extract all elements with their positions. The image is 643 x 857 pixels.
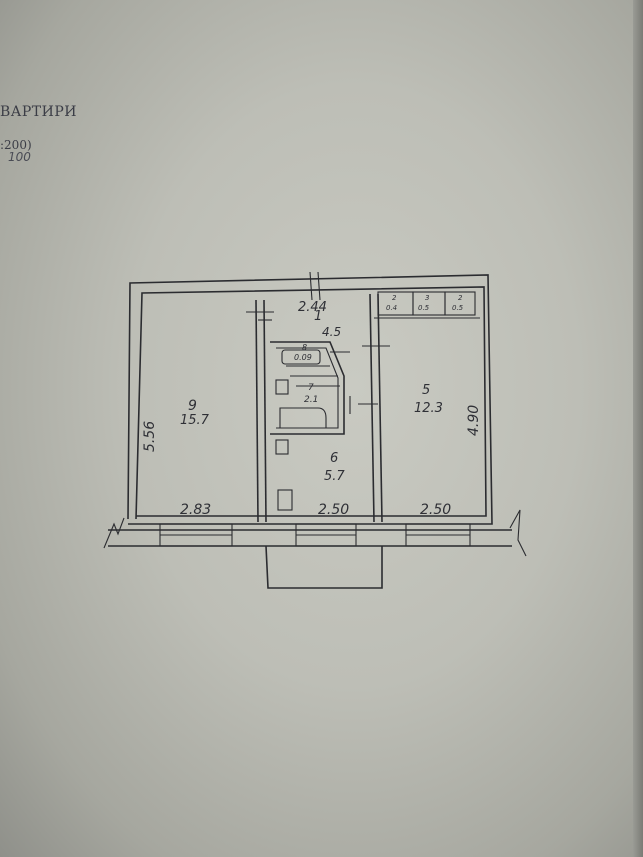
outer-walls bbox=[127, 274, 493, 525]
closet-c-number: 2 bbox=[458, 294, 463, 302]
closet-a-number: 2 bbox=[392, 294, 397, 302]
right-room-walls bbox=[358, 293, 390, 523]
document-title: ВАРТИРИ bbox=[0, 104, 77, 120]
room-1-area: 4.5 bbox=[322, 325, 341, 339]
bathroom bbox=[270, 341, 345, 511]
room-5-area: 12.3 bbox=[414, 401, 443, 416]
room-7-area: 2.1 bbox=[304, 395, 318, 405]
dimension-corridor-width: 2.44 bbox=[298, 300, 327, 315]
dimension-left-room-height: 5.56 bbox=[142, 421, 158, 452]
dimension-labels: 2.44 5.56 2.83 2.50 4.90 2.50 bbox=[142, 300, 482, 518]
room-1-number: 1 bbox=[314, 309, 322, 324]
closet-a-area: 0.4 bbox=[386, 304, 397, 312]
break-mark-right bbox=[509, 509, 527, 557]
closet-b-area: 0.5 bbox=[418, 304, 430, 312]
room-7-number: 7 bbox=[308, 383, 314, 393]
room-6-number: 6 bbox=[330, 451, 338, 466]
door-marks bbox=[258, 271, 351, 414]
closet-c-area: 0.5 bbox=[452, 304, 464, 312]
document-scale: :200) bbox=[0, 138, 32, 152]
dimension-right-room-width: 2.50 bbox=[420, 502, 451, 518]
dimension-left-room-width: 2.83 bbox=[180, 502, 211, 518]
bottom-wall bbox=[103, 509, 527, 589]
room-8-number: 8 bbox=[302, 343, 307, 352]
paper-edge bbox=[633, 0, 643, 857]
break-mark-left bbox=[103, 517, 125, 549]
room-8-area: 0.09 bbox=[294, 353, 312, 362]
document-scale-handwritten: 100 bbox=[8, 150, 31, 164]
room-9-area: 15.7 bbox=[180, 413, 210, 428]
room-labels: 9 15.7 1 4.5 8 0.09 7 2.1 6 5.7 5 12.3 2… bbox=[180, 294, 464, 484]
dimension-middle-width: 2.50 bbox=[318, 502, 349, 518]
closets bbox=[374, 291, 480, 319]
dimension-right-room-height: 4.90 bbox=[466, 405, 482, 436]
room-6-area: 5.7 bbox=[324, 469, 345, 484]
closet-b-number: 3 bbox=[425, 294, 429, 302]
room-9-number: 9 bbox=[188, 398, 197, 414]
room-5-number: 5 bbox=[422, 383, 430, 398]
balcony bbox=[265, 545, 383, 589]
left-room-walls bbox=[246, 299, 274, 523]
